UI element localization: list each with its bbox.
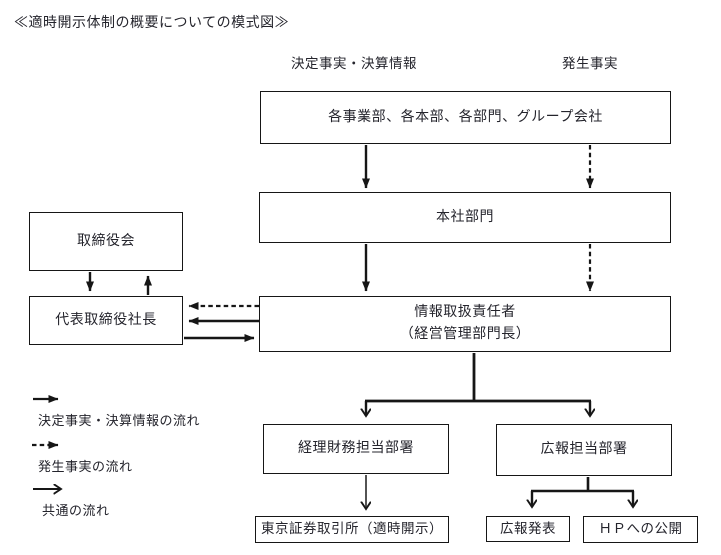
page-title: ≪適時開示体制の概要についての模式図≫ xyxy=(14,15,290,31)
box-departments: 各事業部、各本部、各部門、グループ会社 xyxy=(260,91,671,144)
connector-pr-split xyxy=(531,477,634,493)
box-head-office: 本社部門 xyxy=(259,192,671,243)
dashed-arrow-icon xyxy=(32,441,59,449)
box-hp-publish: ＨＰへの公開 xyxy=(583,516,698,543)
open-arrow-icon xyxy=(33,482,76,496)
legend-label-occurred: 発生事実の流れ xyxy=(38,460,133,475)
box-finance-dept: 経理財務担当部署 xyxy=(263,424,449,474)
legend-label-common: 共通の流れ xyxy=(42,504,110,519)
connector-infomgr-split xyxy=(365,353,591,403)
box-pr-dept: 広報担当部署 xyxy=(496,424,672,476)
box-tse: 東京証券取引所（適時開示） xyxy=(255,516,449,543)
box-info-manager: 情報取扱責任者 （経営管理部門長） xyxy=(259,296,671,352)
box-president: 代表取締役社長 xyxy=(29,296,183,345)
box-board: 取締役会 xyxy=(29,212,183,271)
box-pr-release: 広報発表 xyxy=(486,516,570,542)
info-manager-line1: 情報取扱責任者 xyxy=(414,304,516,321)
legend-label-decided: 決定事実・決算情報の流れ xyxy=(38,414,201,429)
label-occurred-facts: 発生事実 xyxy=(562,56,618,72)
solid-arrow-icon xyxy=(33,395,59,403)
label-decided-facts: 決定事実・決算情報 xyxy=(291,56,417,72)
info-manager-line2: （経営管理部門長） xyxy=(399,326,531,342)
